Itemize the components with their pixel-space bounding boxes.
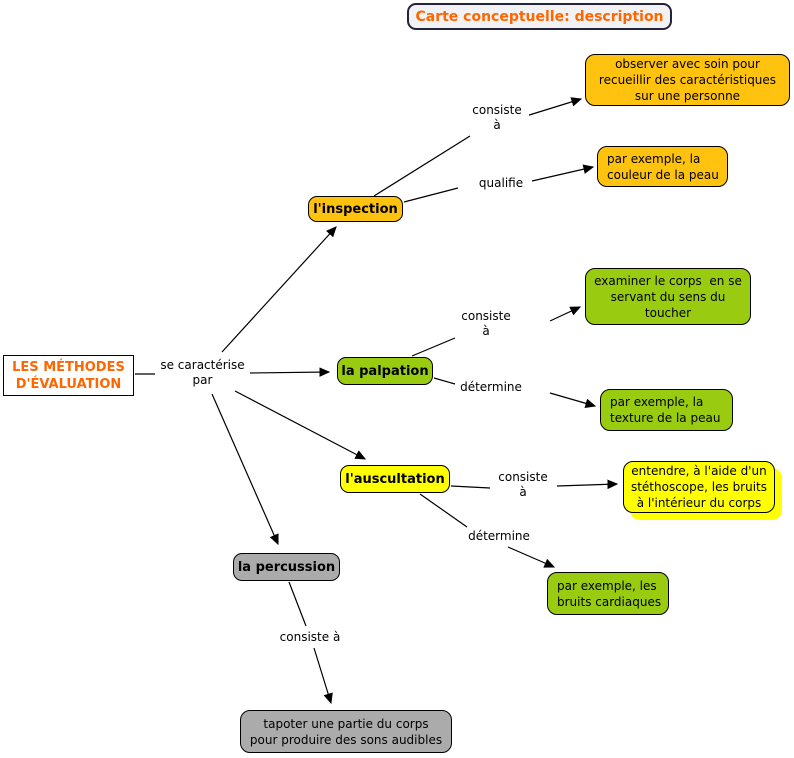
node-auscultation[interactable]: l'auscultation [340, 465, 450, 493]
arrow-consiste-to-examiner [549, 306, 582, 322]
node-palpation[interactable]: la palpation [337, 357, 433, 385]
arrow-hub-to-palpation [248, 367, 331, 377]
line-percussion-to-consiste [288, 581, 307, 627]
link-label-consiste-percussion[interactable]: consiste à [272, 630, 348, 645]
arrow-consiste-to-observer [525, 97, 583, 117]
detail-bruits-line1: par exemple, les [557, 578, 657, 593]
link-consiste-inspection-line2: à [493, 118, 501, 132]
detail-texture[interactable]: par exemple, la texture de la peau [600, 389, 733, 431]
link-consiste-inspection-line1: consiste [472, 103, 522, 117]
link-consiste-palpation-line2: à [482, 324, 490, 338]
detail-tapoter-line2: pour produire des sons audibles [249, 732, 443, 747]
page-title[interactable]: Carte conceptuelle: description [407, 3, 672, 30]
link-label-consiste-auscultation[interactable]: consiste à [492, 470, 554, 500]
detail-examiner-line3: toucher [644, 305, 692, 320]
detail-examiner-line1: examiner le corps en se [594, 273, 742, 288]
detail-entendre-line1: entendre, à l'aide d'un [631, 464, 767, 478]
arrow-determine-to-bruits [507, 546, 556, 568]
arrow-qualifie-to-couleur [531, 164, 595, 182]
page-title-label: Carte conceptuelle: description [415, 8, 664, 25]
detail-observer[interactable]: observer avec soin pour recueillir des c… [585, 54, 790, 106]
detail-entendre-line3: à l'intérieur du corps [636, 496, 762, 510]
node-palpation-label: la palpation [341, 363, 429, 379]
link-label-consiste-inspection[interactable]: consiste à [465, 103, 529, 133]
root-label-line1: LES MÉTHODES [12, 359, 125, 375]
link-determine-palpation-text: détermine [460, 380, 522, 394]
detail-tapoter[interactable]: tapoter une partie du corps pour produir… [240, 710, 452, 753]
arrow-consiste-to-entendre [556, 479, 619, 490]
detail-observer-line1: observer avec soin pour [615, 57, 760, 71]
detail-couleur[interactable]: par exemple, la couleur de la peau [597, 146, 728, 187]
link-label-determine-auscultation[interactable]: détermine [463, 529, 535, 544]
detail-bruits-line2: bruits cardiaques [557, 594, 662, 609]
link-se-caracterise-line1: se caractérise [160, 358, 245, 372]
arrow-determine-to-texture [549, 392, 597, 408]
detail-bruits[interactable]: par exemple, les bruits cardiaques [547, 572, 669, 615]
node-inspection-label: l'inspection [313, 201, 398, 217]
detail-examiner-line2: servant du sens du [610, 289, 726, 304]
node-percussion[interactable]: la percussion [233, 553, 340, 581]
detail-entendre[interactable]: entendre, à l'aide d'un stéthoscope, les… [623, 461, 775, 513]
detail-examiner[interactable]: examiner le corps en se servant du sens … [585, 268, 751, 325]
line-palpation-to-determine [433, 377, 456, 385]
link-consiste-percussion-text: consiste à [279, 630, 341, 644]
link-label-consiste-palpation[interactable]: consiste à [455, 309, 517, 339]
link-label-se-caracterise[interactable]: se caractérise par [155, 358, 250, 388]
line-auscultation-to-consiste [450, 485, 491, 489]
link-se-caracterise-line2: par [192, 373, 213, 387]
link-qualifie-text: qualifie [478, 176, 524, 190]
detail-texture-line2: texture de la peau [610, 411, 721, 425]
link-label-qualifie[interactable]: qualifie [470, 176, 532, 191]
detail-tapoter-line1: tapoter une partie du corps [263, 716, 429, 731]
link-determine-auscultation-text: détermine [468, 529, 530, 543]
detail-couleur-line1: par exemple, la [607, 151, 701, 166]
detail-observer-line2: recueillir des caractéristiques [598, 73, 777, 87]
link-label-determine-palpation[interactable]: détermine [455, 380, 527, 395]
detail-couleur-line2: couleur de la peau [607, 167, 719, 182]
line-auscultation-to-determine [419, 493, 468, 528]
line-palpation-to-consiste [411, 337, 456, 357]
detail-entendre-line2: stéthoscope, les bruits [630, 480, 768, 494]
root-label-line2: D'ÉVALUATION [15, 376, 122, 392]
link-consiste-auscultation-line2: à [519, 485, 527, 499]
detail-observer-line3: sur une personne [634, 89, 741, 103]
arrow-hub-to-inspection [221, 226, 337, 353]
line-inspection-to-consiste [373, 135, 471, 197]
node-inspection[interactable]: l'inspection [308, 196, 403, 222]
node-auscultation-label: l'auscultation [345, 471, 445, 487]
line-inspection-to-qualifie [403, 187, 459, 203]
detail-texture-line1: par exemple, la [610, 395, 704, 409]
node-percussion-label: la percussion [237, 559, 336, 575]
arrow-hub-to-auscultation [234, 390, 367, 460]
link-consiste-auscultation-line1: consiste [498, 470, 548, 484]
arrow-hub-to-percussion [211, 393, 279, 546]
link-consiste-palpation-line1: consiste [461, 309, 511, 323]
node-methodes-evaluation[interactable]: LES MÉTHODES D'ÉVALUATION [3, 355, 134, 396]
arrow-consiste-to-tapoter [313, 647, 333, 705]
